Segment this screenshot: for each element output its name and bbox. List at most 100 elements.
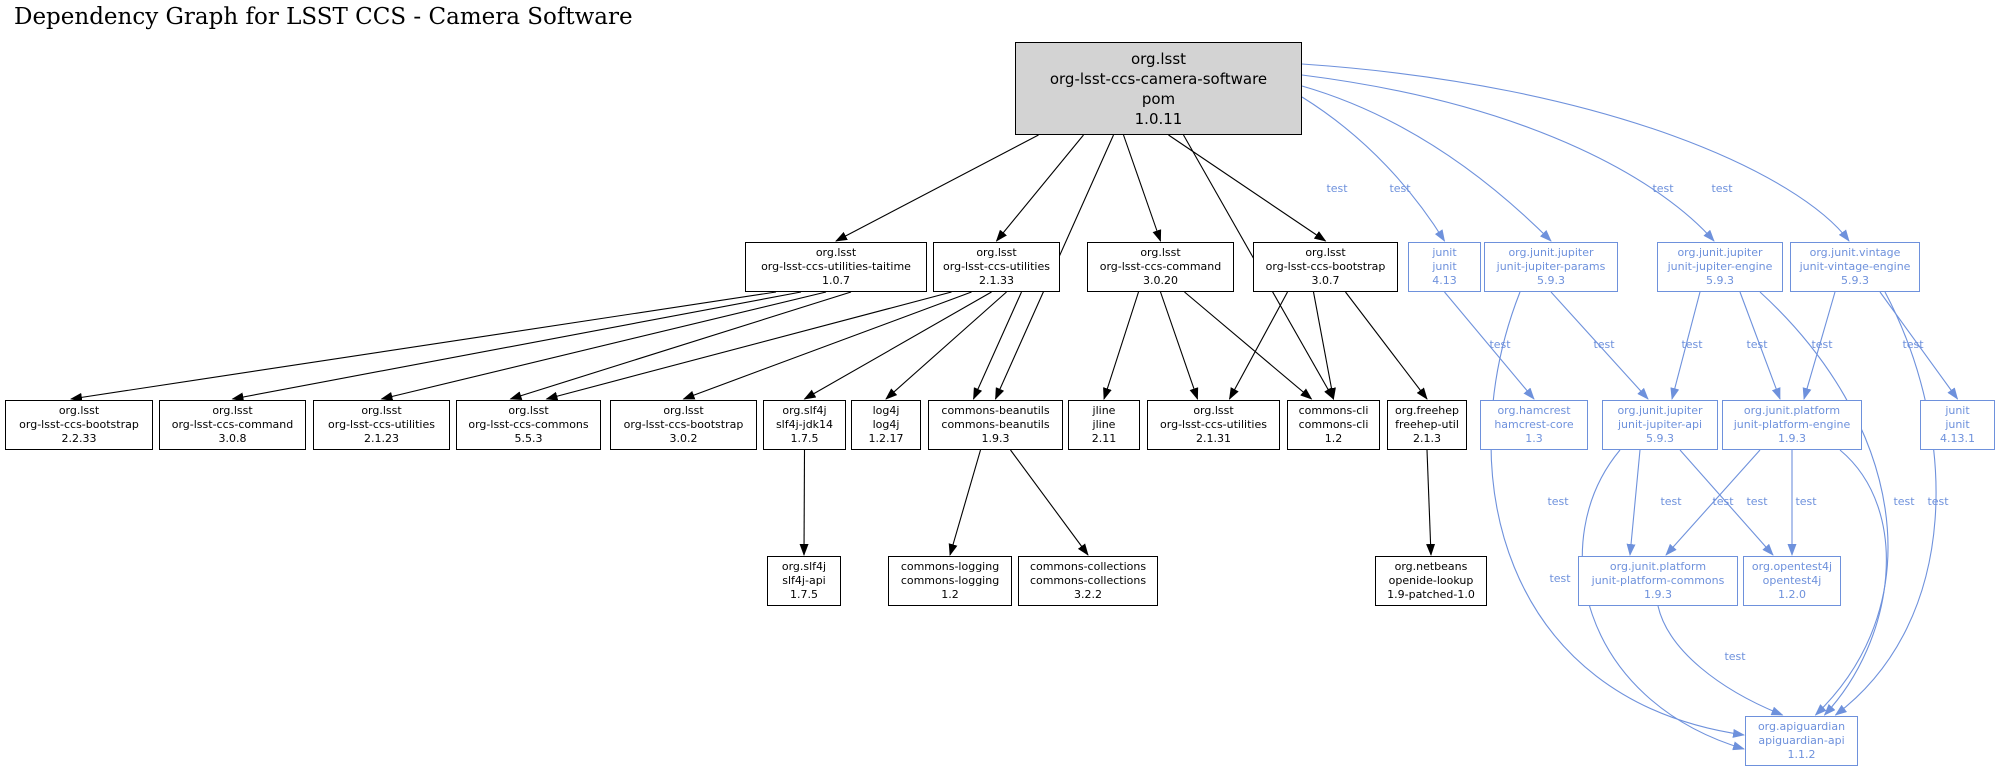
node-line: org-lsst-ccs-utilities [1160,418,1267,431]
node-line: 1.9.3 [1644,588,1672,601]
node-line: 1.7.5 [790,432,819,445]
edge-label-root-jengine: test [1652,182,1674,195]
edge-util2133-boot302 [682,291,972,400]
node-line: junit [1945,418,1970,431]
graph-title: Dependency Graph for LSST CCS - Camera S… [14,4,633,30]
node-line: 3.2.2 [1074,588,1102,601]
edge-pcommons-apiguardian [1657,605,1784,716]
edge-root-util2133 [995,134,1084,242]
edge-root-jengine [1301,74,1715,242]
edge-label-vintage-pengine: test [1811,338,1833,351]
node-line: log4j [872,404,900,417]
node-line: 1.9.3 [1778,432,1806,445]
node-line: org.junit.jupiter [1508,246,1594,259]
node-line: org.lsst [361,404,402,417]
edge-root-taitime [835,134,1039,242]
node-line: org-lsst-ccs-command [171,418,294,431]
node-line: 1.7.5 [790,588,818,601]
edge-label-root-junit413: test [1326,182,1348,195]
edge-root-boot307 [1168,134,1327,242]
node-line: commons-logging [900,560,1000,573]
edge-jengine-apiguardian [1759,291,1889,716]
node-line: org.lsst [1140,246,1181,259]
edge-label-root-params: test [1389,182,1411,195]
node-line: org.apiguardian [1757,720,1846,733]
node-line: commons-collections [1029,574,1147,587]
node-line: org.lsst [1193,404,1234,417]
edge-root-vintage [1301,63,1850,242]
edge-root-params [1301,85,1552,242]
node-line: junit-jupiter-params [1496,260,1606,273]
node-line: 2.2.33 [61,432,97,445]
node-line: 1.2.0 [1778,588,1806,601]
node-line: org-lsst-ccs-bootstrap [1265,260,1386,273]
node-line: 1.2.17 [868,432,904,445]
edges-group [70,63,1959,751]
node-line: org.junit.platform [1609,560,1707,573]
node-line: 1.0.7 [822,274,850,287]
node-line: 5.9.3 [1706,274,1734,287]
edge-freehep-openide [1426,449,1436,556]
node-line: org-lsst-ccs-utilities [943,260,1050,273]
edge-vintage-pengine [1802,291,1836,400]
node-line: org.slf4j [782,404,827,417]
edge-label-japi-opentest4j: test [1712,495,1734,508]
node-line: hamcrest-core [1494,418,1574,431]
node-line: org.junit.jupiter [1677,246,1763,259]
edge-taitime-cmd308 [231,291,802,402]
node-line: 5.5.3 [514,432,543,445]
node-line: 1.2 [941,588,959,601]
node-line: org-lsst-ccs-utilities [328,418,435,431]
node-line: org.hamcrest [1497,404,1571,417]
node-line: 2.1.3 [1413,432,1441,445]
edge-beanutils-clogging [948,449,982,556]
node-line: 1.9-patched-1.0 [1387,588,1475,601]
edge-label-pcommons-apiguardian: test [1724,650,1746,663]
node-line: 3.0.2 [669,432,698,445]
node-line: junit [1432,260,1457,273]
edge-cmd3020-jline [1103,291,1140,400]
node-line: 4.13 [1432,274,1457,287]
node-line: org-lsst-ccs-commons [468,418,589,431]
node-line: org.slf4j [781,560,827,573]
node-line: junit-jupiter-engine [1667,260,1773,273]
edge-japi-apiguardian [1581,449,1745,751]
edge-label-jengine-apiguardian: test [1893,495,1915,508]
node-line: org.junit.jupiter [1617,404,1703,417]
node-line: slf4j-jdk14 [775,418,834,431]
node-line: 1.3 [1525,432,1543,445]
edge-cmd3020-util2131 [1159,291,1199,400]
node-line: 5.9.3 [1841,274,1869,287]
node-line: org-lsst-ccs-bootstrap [19,418,139,431]
node-line: org.lsst [815,246,857,259]
edge-label-jengine-japi: test [1681,338,1703,351]
edge-label-params-japi: test [1593,338,1615,351]
node-line: openide-lookup [1388,574,1474,587]
node-line: log4j [872,418,900,431]
